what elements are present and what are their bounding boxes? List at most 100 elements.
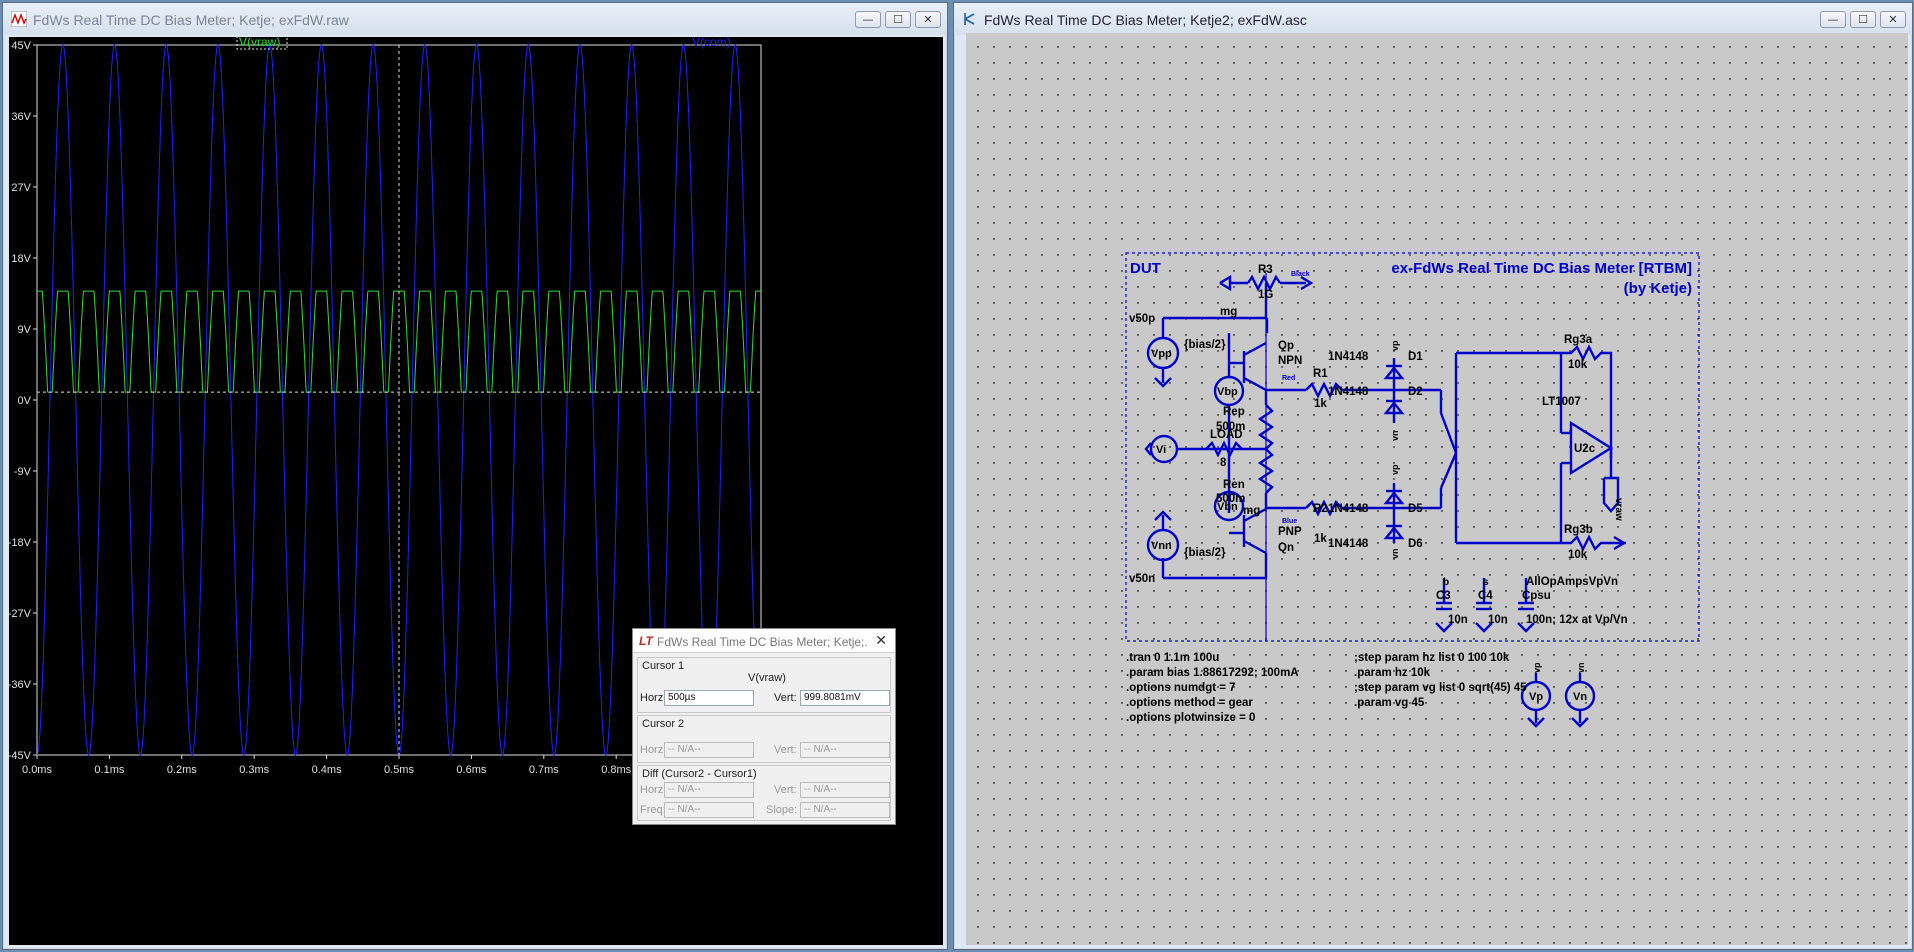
y-tick-label: -27V xyxy=(9,608,32,620)
waveform-titlebar[interactable]: FdWs Real Time DC Bias Meter; Ketje; exF… xyxy=(3,3,947,35)
label-cpsu-value: 100n; 12x at Vp/Vn xyxy=(1526,614,1628,626)
x-tick-label: 0.2ms xyxy=(167,764,197,776)
cursor-dialog[interactable]: LT FdWs Real Time DC Bias Meter; Ketje;.… xyxy=(632,628,896,825)
label-bias2: {bias/2} xyxy=(1184,547,1226,559)
schematic-titlebar[interactable]: FdWs Real Time DC Bias Meter; Ketje2; ex… xyxy=(954,3,1912,35)
label-vn-d2: vn xyxy=(1390,430,1400,441)
label-qn: Qn xyxy=(1278,542,1294,554)
label-v50n: v50n xyxy=(1129,573,1155,585)
y-tick-label: -9V xyxy=(14,466,32,478)
label-d1: D1 xyxy=(1408,351,1423,363)
x-tick-label: 0.6ms xyxy=(456,764,486,776)
x-tick-label: 0.1ms xyxy=(94,764,124,776)
close-button[interactable]: ✕ xyxy=(915,11,941,28)
trace-label-vcom: V(com) xyxy=(692,37,731,49)
diff-label: Diff (Cursor2 - Cursor1) xyxy=(642,768,757,780)
minimize-button[interactable]: — xyxy=(855,11,881,28)
cursor1-trace: V(vraw) xyxy=(748,672,786,684)
label-qp: Qp xyxy=(1278,340,1294,352)
diff-vert-field: -- N/A-- xyxy=(800,782,890,798)
label-c4-value: 10n xyxy=(1488,614,1508,626)
label-c3: C3 xyxy=(1436,590,1451,602)
label-vp-top: vp xyxy=(1532,662,1542,673)
label-rg3a: Rg3a xyxy=(1564,334,1593,346)
diff-horz-field: -- N/A-- xyxy=(664,782,754,798)
directive-step-vg[interactable]: ;step param vg list 0 sqrt(45) 45 xyxy=(1354,682,1527,694)
label-r2: R2 xyxy=(1313,503,1328,515)
diff-vert-label: Vert: xyxy=(774,784,797,796)
schematic-window[interactable]: FdWs Real Time DC Bias Meter; Ketje2; ex… xyxy=(953,2,1913,950)
directive-tran[interactable]: .tran 0 1.1m 100u xyxy=(1126,652,1219,664)
label-rg3b-value: 10k xyxy=(1568,549,1588,561)
cursor2-group: Cursor 2 Horz: -- N/A-- Vert: -- N/A-- xyxy=(637,715,891,763)
cursor1-vert-field[interactable]: 999.8081mV xyxy=(800,690,890,706)
label-black: Black xyxy=(1291,271,1310,278)
schematic-canvas[interactable]: DUT ex-FdWs Real Time DC Bias Meter [RTB… xyxy=(966,33,1908,945)
label-blue: Blue xyxy=(1282,518,1297,525)
directive-param-vg[interactable]: .param vg 45 xyxy=(1354,697,1425,709)
cursor1-horz-field[interactable]: 500µs xyxy=(664,690,754,706)
waveform-plot[interactable]: 45V36V27V18V9V0V-9V-18V-27V-36V-45V0.0ms… xyxy=(8,35,943,945)
cursor2-vert-field: -- N/A-- xyxy=(800,742,890,758)
label-c3-value: 10n xyxy=(1448,614,1468,626)
label-rep: Rep xyxy=(1223,406,1245,418)
x-tick-label: 0.4ms xyxy=(312,764,342,776)
cursor2-label: Cursor 2 xyxy=(642,718,685,730)
label-r2-value: 1k xyxy=(1314,533,1327,545)
freq-label: Freq: xyxy=(640,804,666,816)
label-s: s xyxy=(1483,577,1489,588)
series-vcom xyxy=(36,44,762,756)
cursor-dialog-titlebar[interactable]: LT FdWs Real Time DC Bias Meter; Ketje;.… xyxy=(633,629,895,653)
waveform-window[interactable]: FdWs Real Time DC Bias Meter; Ketje; exF… xyxy=(2,2,948,950)
label-ren: Ren xyxy=(1223,479,1245,491)
y-tick-label: -18V xyxy=(9,537,32,549)
close-icon[interactable]: ✕ xyxy=(875,632,887,648)
directive-param-bias[interactable]: .param bias 1.88617292; 100mA xyxy=(1126,667,1299,679)
diff-freq-field: -- N/A-- xyxy=(664,802,754,818)
maximize-button[interactable]: ☐ xyxy=(885,11,911,28)
label-vi: Vi xyxy=(1156,444,1166,456)
label-u2c: U2c xyxy=(1574,443,1596,455)
label-pnp: PNP xyxy=(1278,526,1302,538)
label-allopamps: AllOpAmpsVpVn xyxy=(1526,576,1618,588)
vert-label: Vert: xyxy=(774,692,797,704)
label-d1-part: 1N4148 xyxy=(1328,351,1369,363)
y-tick-label: 45V xyxy=(11,40,31,52)
label-cpsu: Cpsu xyxy=(1522,590,1551,602)
directive-plotwinsize[interactable]: .options plotwinsize = 0 xyxy=(1126,712,1255,724)
label-vp-source: Vp xyxy=(1529,691,1543,703)
label-r1: R1 xyxy=(1313,368,1328,380)
waveform-icon xyxy=(11,11,27,27)
label-rg3a-value: 10k xyxy=(1568,359,1588,371)
label-mg2: mg xyxy=(1243,505,1260,517)
label-b: b xyxy=(1443,577,1449,588)
label-vn-source: Vn xyxy=(1573,691,1587,703)
directive-numdgt[interactable]: .options numdgt = 7 xyxy=(1126,682,1236,694)
directive-step-hz[interactable]: ;step param hz list 0 100 10k xyxy=(1354,652,1510,664)
dut-label: DUT xyxy=(1130,260,1161,277)
minimize-button[interactable]: — xyxy=(1820,11,1846,28)
label-vnn: Vnn xyxy=(1151,540,1172,552)
label-d2: D2 xyxy=(1408,386,1423,398)
label-vp-d5: vp xyxy=(1390,464,1400,475)
label-r3-value: 1G xyxy=(1258,289,1273,301)
y-tick-label: 27V xyxy=(11,182,31,194)
label-r3: R3 xyxy=(1258,264,1273,276)
directive-method[interactable]: .options method = gear xyxy=(1126,697,1253,709)
maximize-button[interactable]: ☐ xyxy=(1850,11,1876,28)
close-button[interactable]: ✕ xyxy=(1880,11,1906,28)
schematic-drawing[interactable]: DUT ex-FdWs Real Time DC Bias Meter [RTB… xyxy=(966,33,1908,945)
y-tick-label: 36V xyxy=(11,111,31,123)
label-red: Red xyxy=(1282,375,1295,382)
horz-label: Horz: xyxy=(640,692,667,704)
diff-horz-label: Horz: xyxy=(640,784,667,796)
y-tick-label: 9V xyxy=(18,324,32,336)
y-tick-label: -45V xyxy=(9,750,32,762)
ltspice-icon: LT xyxy=(639,634,653,648)
label-rep-value: 500m xyxy=(1216,421,1245,433)
schematic-title-line1: ex-FdWs Real Time DC Bias Meter [RTBM] xyxy=(1391,260,1692,277)
directive-param-hz[interactable]: .param hz 10k xyxy=(1354,667,1431,679)
spice-directives: .tran 0 1.1m 100u .param bias 1.88617292… xyxy=(1126,652,1527,724)
x-tick-label: 0.8ms xyxy=(601,764,631,776)
label-rg3b: Rg3b xyxy=(1564,524,1593,536)
